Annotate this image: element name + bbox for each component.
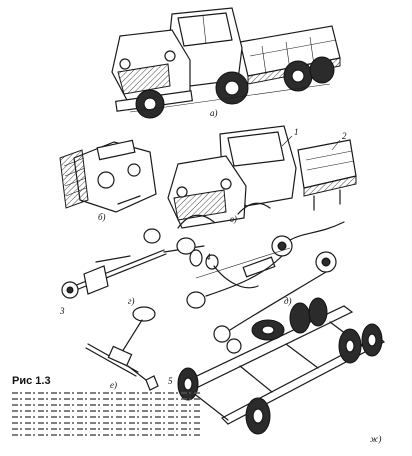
chassis-frame-illustration [177,297,386,435]
callout-number-5: 5 [168,376,173,386]
leader-line [281,135,293,147]
caption-line [12,410,202,412]
panel-label-d: д) [284,296,292,306]
caption-line [12,428,202,430]
caption-line [12,416,202,418]
panel-label-g: г) [128,296,135,306]
caption-line [12,422,202,424]
leader-line [331,139,341,151]
callout-number-4: 4 [206,252,211,262]
transmission-illustration [61,228,219,299]
panel-label-v: в) [230,214,237,224]
callout-number-3: 3 [60,306,65,316]
panel-label-b: б) [98,212,106,222]
cab-illustration [167,125,357,229]
caption-line [12,404,202,406]
caption-line [12,434,202,436]
figure-caption [12,389,202,440]
engine-illustration [59,139,157,213]
truck-illustration [111,7,341,119]
callout-number-1: 1 [294,127,299,137]
panel-label-e: е) [110,380,117,390]
callout-number-2: 2 [342,131,347,141]
panel-label-a: а) [210,108,218,118]
panel-label-zh: ж) [370,434,382,444]
figure-title: Рис 1.3 [12,375,51,387]
caption-line [12,398,202,400]
brake-system-illustration [186,221,345,354]
steering-illustration [85,306,159,391]
caption-line [12,392,202,394]
